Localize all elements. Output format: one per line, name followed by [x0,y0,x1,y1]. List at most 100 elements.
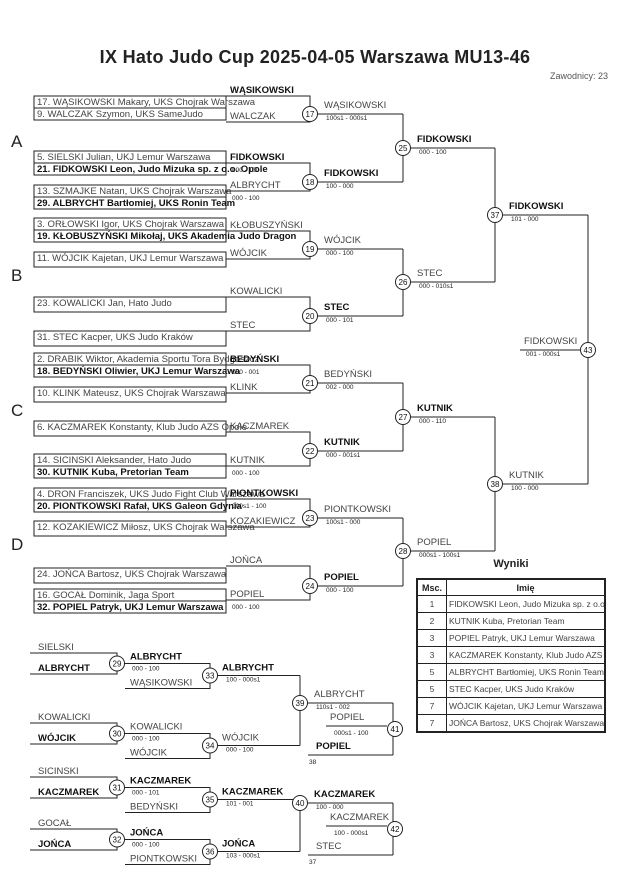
entry-name: 29. ALBRYCHT Bartłomiej, UKS Ronin Team [37,198,235,209]
results-name: JOŃCA Bartosz, UKS Chojrak Warszawa [446,714,606,733]
r2-winner: BEDYŃSKI [324,369,372,380]
r2-score: 000 - 001s1 [326,452,361,459]
bronze-name: KACZMAREK [330,812,390,823]
match-number-circle [302,308,318,324]
match-number-circle [302,510,318,526]
results-name: KUTNIK Kuba, Pretorian Team [446,612,606,630]
r2-winner: POPIEL [324,572,359,583]
r4-winner: KUTNIK [509,470,545,481]
rep-score: 000 - 100 [132,736,160,743]
results-place: 5 [416,663,447,681]
entry-box [33,520,227,537]
competitor-count: Zawodnicy: 23 [549,71,608,81]
r1-winner: JOŃCA [230,555,263,566]
rep-seed-match: 38 [309,759,317,766]
page-title: IX Hato Judo Cup 2025-04-05 Warszawa MU1… [99,47,531,67]
r1-winner: BEDYŃSKI [230,354,279,365]
entry-name: 30. KUTNIK Kuba, Pretorian Team [37,467,189,478]
r3-winner: FIDKOWSKI [417,134,471,145]
match-number: 20 [306,312,315,321]
r3-score: 000 - 100 [419,149,447,156]
champion-name: FIDKOWSKI [524,336,577,347]
r3-score: 000 - 010s1 [419,283,454,290]
match-number-circle [395,409,411,425]
rep-entrant: JOŃCA [38,839,71,850]
match-number-circle [109,831,125,848]
rep-seed: STEC [316,841,341,852]
rep-winner: ALBRYCHT [130,652,182,663]
entry-name: 12. KOZAKIEWICZ Miłosz, UKS Chojrak Wars… [37,522,255,533]
r2-score: 000 - 100 [326,587,354,594]
r2-winner: KUTNIK [324,437,360,448]
rep-loser: BEDYŃSKI [130,802,178,813]
entry-name: 4. DRON Franciszek, UKS Judo Fight Club … [37,489,265,500]
entry-box [33,567,227,584]
rep-score: 000 - 100 [132,666,160,673]
r1-winner: KLINK [230,382,258,393]
rep-entrant: SICINSKI [38,766,79,777]
rep-r2-score: 101 - 001 [226,801,254,808]
r2-winner: WÓJCIK [324,235,362,246]
r2-winner: FIDKOWSKI [324,168,378,179]
r3-score: 000s1 - 100s1 [419,552,461,559]
match-number-circle [302,174,318,190]
rep-r2-winner: KACZMAREK [222,787,283,798]
match-number: 31 [113,784,122,793]
match-number: 39 [296,699,305,708]
entry-name: 6. KACZMAREK Konstanty, Klub Judo AZS Op… [37,422,247,433]
entry-name: 18. BEDYŃSKI Oliwier, UKJ Lemur Warszawa [37,366,241,377]
rep-r3-score: 100 - 000 [316,804,344,811]
match-number: 26 [399,278,408,287]
match-number: 41 [391,725,400,734]
r1-winner: KOWALICKI [230,286,282,297]
match-number: 37 [491,211,500,220]
match-number: 27 [399,413,408,422]
r1-winner: STEC [230,320,255,331]
rep-entrant: KACZMAREK [38,787,99,798]
match-number-circle [395,274,411,290]
match-number-circle [292,795,308,811]
results-place: 3 [416,646,447,664]
results-name: STEC Kacper, UKS Judo Kraków [446,680,606,698]
r1-winner: WĄSIKOWSKI [230,85,294,96]
match-number: 18 [306,178,315,187]
r1-winner: KUTNIK [230,455,266,466]
r1-winner: KŁOBUSZYŃSKI [230,220,303,231]
match-number: 34 [206,742,215,751]
match-number: 17 [306,110,315,119]
r1-score: 000 - 100 [232,604,260,611]
entry-name: 21. FIDKOWSKI Leon, Judo Mizuka sp. z o.… [37,164,268,175]
r4-winner: FIDKOWSKI [509,201,563,212]
r1-score: 000 - 001 [232,369,260,376]
results-name: FIDKOWSKI Leon, Judo Mizuka sp. z o.o. O… [446,595,606,613]
entry-name: 10. KLINK Mateusz, UKS Chojrak Warszawa [37,388,226,399]
r2-score: 100s1 - 000 [326,519,361,526]
match-number: 33 [206,672,215,681]
r4-score: 100 - 000 [511,485,539,492]
entry-name: 11. WÓJCIK Kajetan, UKJ Lemur Warszawa [37,253,224,264]
rep-r2-score: 103 - 000s1 [226,853,261,860]
rep-entrant: WÓJCIK [38,732,76,744]
rep-r2-winner: JOŃCA [222,839,255,850]
entry-name: 32. POPIEL Patryk, UKJ Lemur Warszawa [37,602,224,613]
match-number: 35 [206,796,215,805]
rep-score: 000 - 101 [132,790,160,797]
results-place: 2 [416,612,447,630]
entry-name: 16. GOCAŁ Dominik, Jaga Sport [37,590,175,601]
r1-winner: PIONTKOWSKI [230,488,298,499]
r1-winner: WALCZAK [230,111,276,122]
r1-score: 000 - 100 [232,470,260,477]
match-number-circle [302,443,318,459]
r2-score: 002 - 000 [326,384,354,391]
entry-name: 20. PIONTKOWSKI Rafał, UKS Galeon Gdynia [37,501,243,512]
match-number: 40 [296,799,305,808]
entry-name: 17. WĄSIKOWSKI Makary, UKS Chojrak Warsz… [37,97,256,108]
match-number: 38 [491,480,500,489]
match-number-circle [202,737,218,754]
results-place: 5 [416,680,447,698]
results-col-name: Imię [446,578,606,596]
